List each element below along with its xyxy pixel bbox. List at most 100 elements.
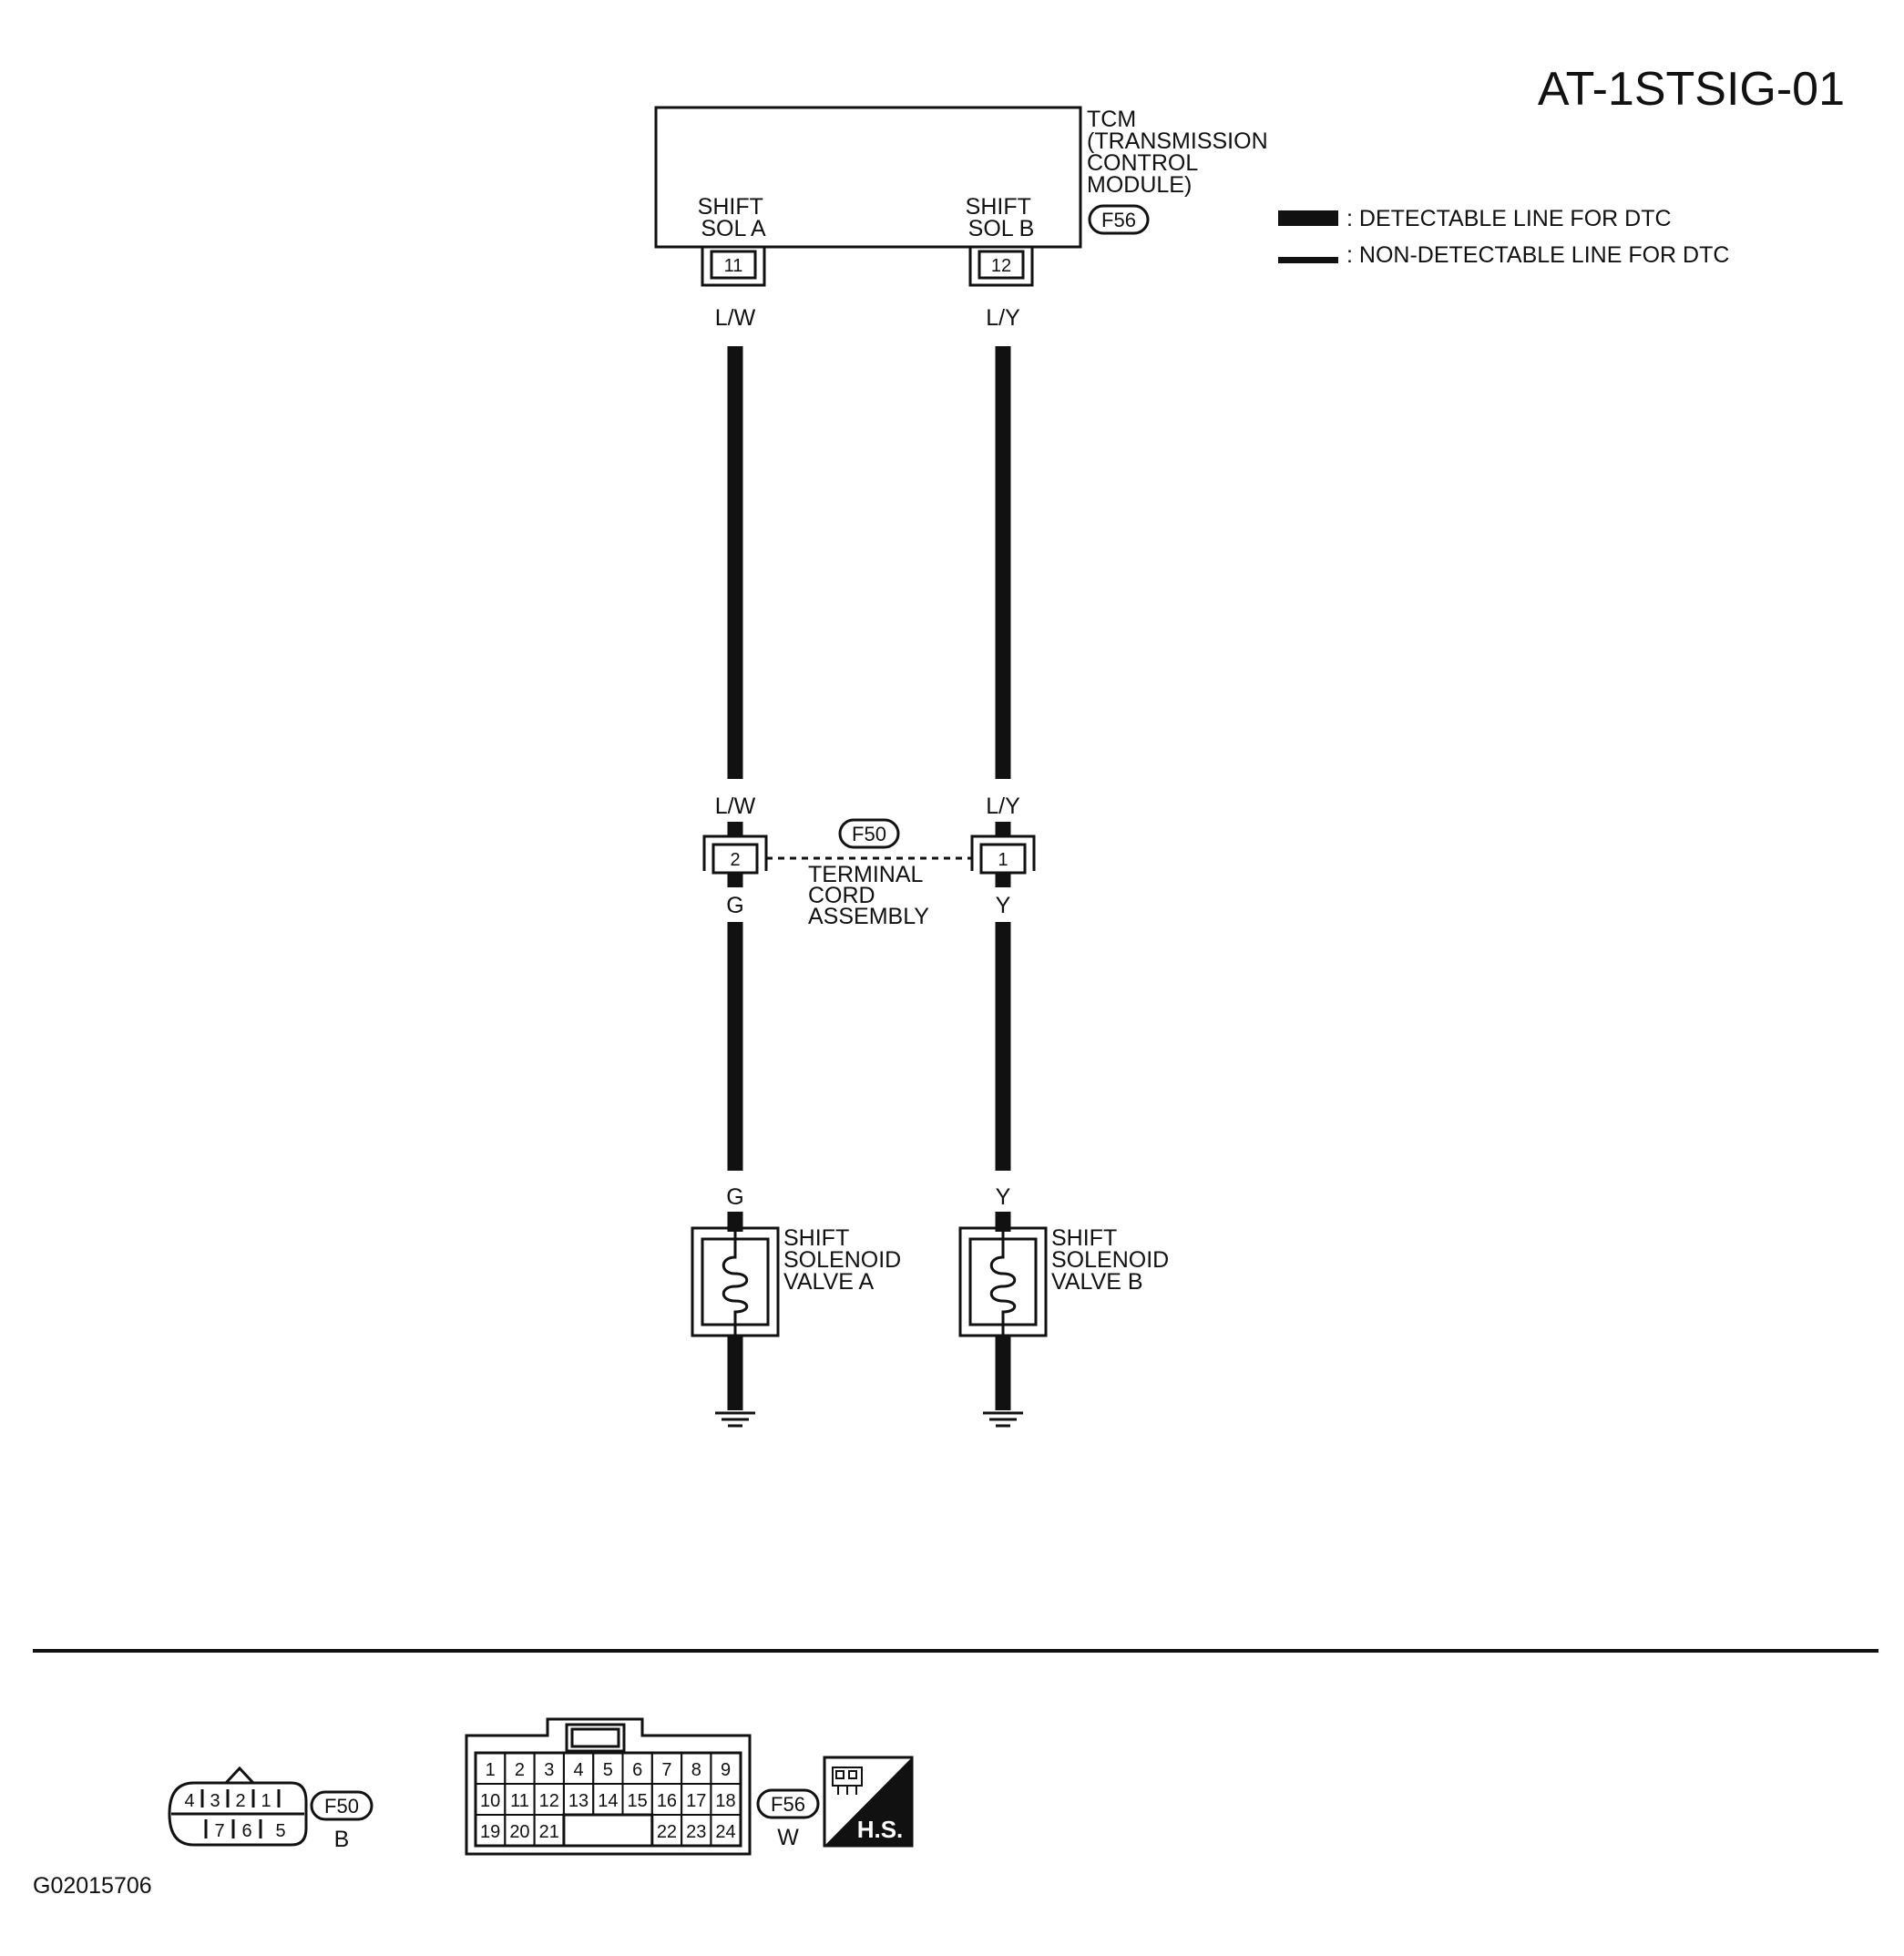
f56-keyway [562, 1813, 654, 1846]
terminal-label-line: SHIFT [966, 194, 1031, 220]
terminal-label-shift-sol-b: SHIFT SOL B [966, 194, 1038, 241]
tcm-pin-11: 11 [701, 247, 766, 287]
f56-pin-number: 20 [509, 1822, 529, 1842]
f56-pin-number: 8 [691, 1760, 701, 1780]
legend-non-detectable-swatch [1278, 257, 1338, 263]
f56-pin-number: 17 [686, 1791, 706, 1811]
f50-face-pin-5: 5 [275, 1821, 285, 1841]
f56-pin-number: 18 [715, 1791, 735, 1811]
f56-pin-number: 4 [573, 1760, 583, 1780]
wire-color-y-mid: Y [996, 893, 1011, 918]
wire-color-g-bottom: G [726, 1184, 743, 1210]
tcm-title-line: (TRANSMISSION [1087, 128, 1268, 154]
solenoid-a-line: SOLENOID [783, 1247, 901, 1273]
f56-pin-number: 22 [657, 1822, 677, 1842]
f56-pin-number: 1 [486, 1760, 496, 1780]
f56-pin-number: 16 [657, 1791, 677, 1811]
f56-pin-number: 21 [539, 1822, 559, 1842]
shift-solenoid-valve-b [958, 1226, 1048, 1337]
f56-pin-number: 12 [539, 1791, 559, 1811]
f50-face-pin-4: 4 [184, 1791, 194, 1811]
f56-pin-number: 14 [598, 1791, 618, 1811]
ground-symbol-b [983, 1411, 1023, 1428]
solenoid-b-label: SHIFT SOLENOID VALVE B [1051, 1225, 1175, 1295]
terminal-label-line: SOL B [968, 216, 1035, 241]
f56-pin-number: 5 [603, 1760, 613, 1780]
f50-pin-1-number: 1 [998, 850, 1008, 870]
f56-face-id: F56 [771, 1793, 805, 1816]
f56-pin-number: 13 [568, 1791, 589, 1811]
f50-connector-oval [838, 818, 900, 849]
f50-face-color: B [334, 1827, 350, 1852]
f50-face-pin-1: 1 [261, 1791, 271, 1811]
hs-badge: H.S. [823, 1756, 914, 1848]
f56-pin-number: 10 [480, 1791, 500, 1811]
f56-pin-number: 9 [721, 1760, 731, 1780]
wire-color-lw-top: L/W [715, 305, 756, 331]
tcm-module: TCM (TRANSMISSION CONTROL MODULE) F56 SH… [654, 106, 1274, 287]
f50-face-id: F50 [324, 1795, 359, 1818]
connector-housing-icon [832, 1767, 863, 1795]
wire-color-g-mid: G [726, 893, 743, 918]
legend: : DETECTABLE LINE FOR DTC : NON-DETECTAB… [1278, 206, 1729, 268]
f50-connector-face [168, 1766, 308, 1847]
solenoid-a-line: VALVE A [783, 1269, 874, 1295]
solenoid-coil-b [989, 1232, 1017, 1336]
wire-color-y-bottom: Y [996, 1184, 1011, 1210]
shift-solenoid-valve-a [691, 1226, 780, 1337]
tcm-title-line: TCM [1087, 107, 1136, 132]
wire-color-ly-top: L/Y [986, 305, 1020, 331]
f50-pin-1: 1 [970, 835, 1036, 875]
solenoid-b-line: SHIFT [1051, 1225, 1117, 1251]
legend-detectable-text: : DETECTABLE LINE FOR DTC [1346, 206, 1672, 231]
terminal-cord-line: TERMINAL [808, 862, 924, 887]
f50-connector-id: F50 [852, 823, 886, 845]
tcm-connector-oval [1088, 204, 1150, 235]
figure-code: G02015706 [33, 1873, 152, 1899]
f50-pin-2-number: 2 [730, 850, 740, 870]
terminal-cord-label: TERMINAL CORD ASSEMBLY [808, 862, 929, 929]
tcm-connector-id: F56 [1101, 209, 1136, 231]
tcm-pin-12: 12 [968, 247, 1034, 287]
solenoid-b-line: VALVE B [1051, 1269, 1143, 1295]
tcm-pin-11-number: 11 [724, 256, 743, 276]
f56-pin-number: 7 [661, 1760, 671, 1780]
terminal-cord-line: ASSEMBLY [808, 904, 929, 929]
terminal-label-line: SOL A [701, 216, 766, 241]
f56-pin-number: 2 [515, 1760, 525, 1780]
f50-face-pin-3: 3 [210, 1791, 220, 1811]
f56-pin-number: 15 [628, 1791, 648, 1811]
f50-face-pin-2: 2 [235, 1791, 245, 1811]
f56-pin-number: 19 [480, 1822, 500, 1842]
terminal-label-shift-sol-a: SHIFT SOL A [698, 194, 770, 241]
diagram-id: AT-1STSIG-01 [1538, 63, 1845, 116]
tcm-pin-12-number: 12 [991, 256, 1011, 276]
f50-face-pin-6: 6 [241, 1821, 251, 1841]
solenoid-coil-a [722, 1232, 749, 1336]
tcm-title-line: CONTROL [1087, 150, 1198, 176]
wire-color-lw-mid: L/W [715, 794, 756, 819]
wire-color-ly-mid: L/Y [986, 794, 1020, 819]
terminal-label-line: SHIFT [698, 194, 763, 220]
hs-badge-text: H.S. [857, 1816, 904, 1843]
solenoid-a-label: SHIFT SOLENOID VALVE A [783, 1225, 907, 1295]
solenoid-a-line: SHIFT [783, 1225, 849, 1251]
f56-pin-cell [710, 1814, 742, 1847]
f50-pin-2: 2 [702, 835, 768, 875]
f50-face-id-oval [310, 1790, 374, 1821]
legend-detectable-swatch [1278, 210, 1338, 226]
f56-pin-number: 24 [715, 1822, 735, 1842]
terminal-cord-line: CORD [808, 883, 875, 908]
f56-face-id-oval [756, 1788, 820, 1819]
tcm-title-line: MODULE) [1087, 172, 1192, 198]
tcm-box [654, 106, 1082, 249]
f56-pin-number: 3 [544, 1760, 554, 1780]
ground-symbol-a [715, 1411, 755, 1428]
f56-pin-number: 11 [510, 1791, 529, 1811]
tcm-title: TCM (TRANSMISSION CONTROL MODULE) [1087, 107, 1274, 198]
solenoid-b-line: SOLENOID [1051, 1247, 1169, 1273]
f56-pin-number: 23 [686, 1822, 706, 1842]
f56-face-color: W [777, 1825, 799, 1850]
